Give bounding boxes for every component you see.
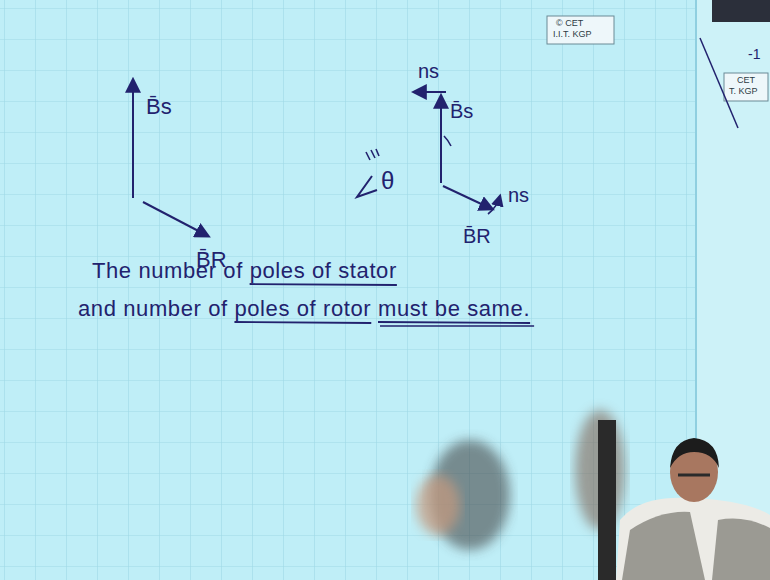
angle-label: θ bbox=[381, 168, 394, 194]
word: poles bbox=[234, 296, 290, 321]
logo-box bbox=[547, 16, 614, 44]
underline bbox=[250, 284, 397, 285]
word: poles bbox=[250, 258, 306, 283]
word: number bbox=[138, 258, 216, 283]
br-vector bbox=[443, 186, 492, 209]
vector-label: B̄s bbox=[450, 100, 473, 122]
presenter-sweater bbox=[622, 512, 705, 580]
page-number: -1 bbox=[748, 47, 760, 62]
bs-vector bbox=[440, 96, 442, 183]
frame-strip bbox=[712, 0, 770, 22]
underline bbox=[234, 322, 371, 323]
word: be bbox=[435, 296, 461, 321]
logo-text: © CET bbox=[556, 19, 583, 29]
angle-arc bbox=[444, 136, 451, 146]
speed-label: ns bbox=[508, 184, 529, 206]
stray-stroke bbox=[700, 38, 738, 128]
word: of bbox=[312, 258, 332, 283]
logo-box bbox=[724, 73, 768, 101]
statement-text: The number of poles of stator and number… bbox=[78, 252, 530, 328]
word: must bbox=[378, 296, 428, 321]
board-grid bbox=[0, 0, 696, 580]
vector-label: B̄R bbox=[463, 225, 491, 247]
rotation-arrow bbox=[414, 91, 446, 93]
word: same. bbox=[467, 296, 530, 321]
word: of bbox=[223, 258, 243, 283]
underline bbox=[380, 325, 534, 327]
word: The bbox=[92, 258, 132, 283]
logo-text: I.I.T. KGP bbox=[553, 30, 592, 40]
word: stator bbox=[338, 258, 397, 283]
logo-text: T. KGP bbox=[729, 87, 758, 97]
speed-label: ns bbox=[418, 60, 439, 82]
underline bbox=[378, 322, 530, 323]
word: of bbox=[208, 296, 228, 321]
vector-label: B̄s bbox=[146, 95, 172, 119]
desk-edge bbox=[598, 420, 616, 580]
angle-symbol bbox=[357, 176, 377, 197]
word: rotor bbox=[323, 296, 371, 321]
presenter-glasses bbox=[678, 474, 710, 477]
presenter-sweater bbox=[712, 519, 770, 580]
word: of bbox=[297, 296, 317, 321]
bs-vector bbox=[132, 80, 134, 198]
rotation-arrow bbox=[488, 196, 500, 214]
word: number bbox=[123, 296, 201, 321]
presenter-hair bbox=[670, 438, 719, 468]
logo-text: CET bbox=[737, 76, 755, 86]
word: and bbox=[78, 296, 117, 321]
presenter-shirt bbox=[616, 498, 770, 580]
blurred-hand bbox=[416, 475, 460, 535]
br-vector bbox=[143, 202, 208, 236]
angle-marks bbox=[366, 149, 379, 160]
